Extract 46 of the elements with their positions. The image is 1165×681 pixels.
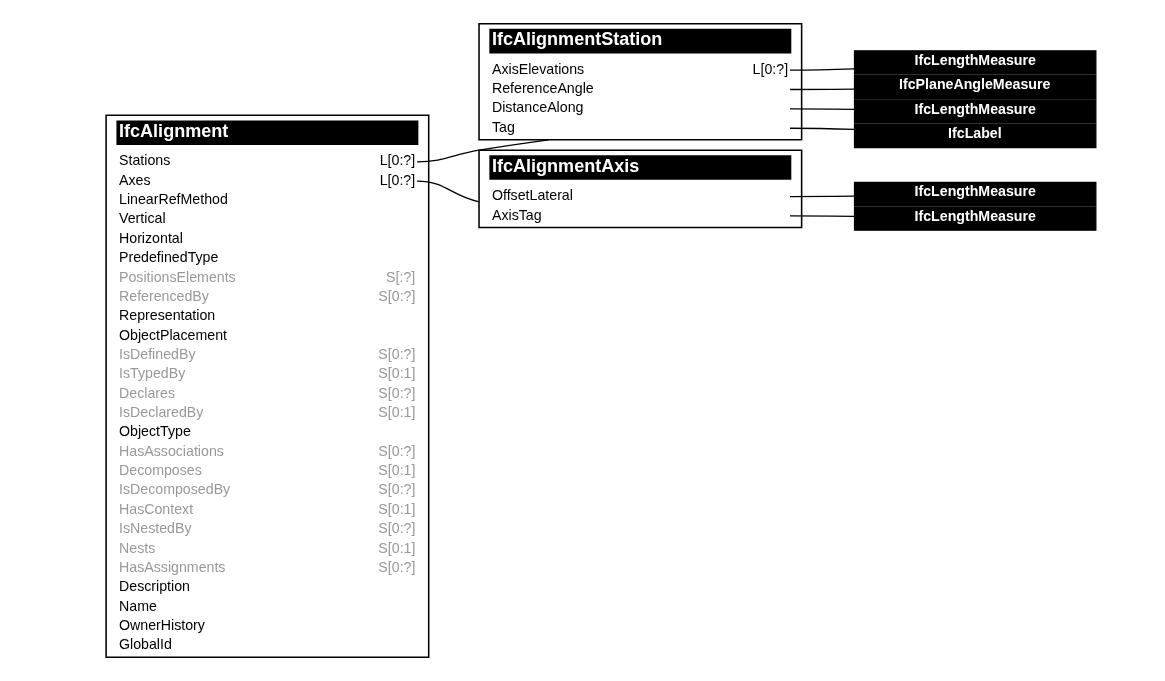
connector bbox=[789, 108, 855, 110]
node-text: PredefinedType bbox=[119, 249, 219, 266]
node-text: Description bbox=[119, 578, 190, 595]
node-text: ObjectType bbox=[119, 423, 191, 440]
node-box: IfcLabel bbox=[853, 123, 1097, 149]
connector bbox=[416, 180, 480, 203]
node-text: Vertical bbox=[119, 210, 166, 227]
node-text: IsTypedBy S[0:1] bbox=[119, 365, 416, 382]
node-text: Decomposes S[0:1] bbox=[119, 462, 416, 479]
node-box: IfcLengthMeasure bbox=[853, 99, 1097, 124]
node-text: Tag bbox=[491, 118, 515, 135]
node-text: AxisTag bbox=[491, 206, 542, 223]
node-text: PositionsElements S[:?] bbox=[119, 268, 416, 285]
connector bbox=[789, 127, 855, 131]
connector bbox=[416, 139, 550, 163]
node-text: ReferencedBy S[0:?] bbox=[119, 287, 416, 304]
node-text: Representation bbox=[119, 307, 216, 324]
node-text: ObjectPlacement bbox=[119, 326, 228, 343]
node-text: Nests S[0:1] bbox=[119, 539, 416, 556]
connector bbox=[789, 215, 855, 218]
node-text: IsDecomposedBy S[0:?] bbox=[119, 481, 416, 498]
node-box: IfcLengthMeasure bbox=[853, 181, 1097, 207]
node-text: OwnerHistory bbox=[119, 616, 205, 633]
node-text: HasAssignments S[0:?] bbox=[119, 558, 416, 575]
node-text: HasAssociations S[0:?] bbox=[119, 442, 416, 459]
node-text: DistanceAlong bbox=[491, 99, 584, 116]
node-text: IsDefinedBy S[0:?] bbox=[119, 345, 416, 362]
node-box: IfcLengthMeasure bbox=[853, 206, 1097, 231]
node-text: IsNestedBy S[0:?] bbox=[119, 520, 416, 537]
node-box: IfcPlaneAngleMeasure bbox=[853, 74, 1097, 100]
node-text: IsDeclaredBy S[0:1] bbox=[119, 404, 416, 421]
node-text: AxisElevations L[0:?] bbox=[491, 60, 789, 77]
node-text: OffsetLateral bbox=[491, 187, 573, 204]
node-text: Axes L[0:?] bbox=[119, 171, 416, 188]
node-text: Stations L[0:?] bbox=[119, 152, 416, 169]
node-text: GlobalId bbox=[119, 636, 172, 653]
node-text: Declares S[0:?] bbox=[119, 384, 416, 401]
connector bbox=[789, 68, 855, 71]
node-text: Horizontal bbox=[119, 229, 183, 246]
node-text: ReferenceAngle bbox=[491, 80, 594, 97]
connector bbox=[789, 88, 855, 91]
node-box: IfcLengthMeasure bbox=[853, 50, 1097, 75]
node-text: HasContext S[0:1] bbox=[119, 500, 416, 517]
node-text: Name bbox=[119, 597, 157, 614]
connector bbox=[789, 195, 855, 198]
node-text: LinearRefMethod bbox=[119, 191, 228, 208]
